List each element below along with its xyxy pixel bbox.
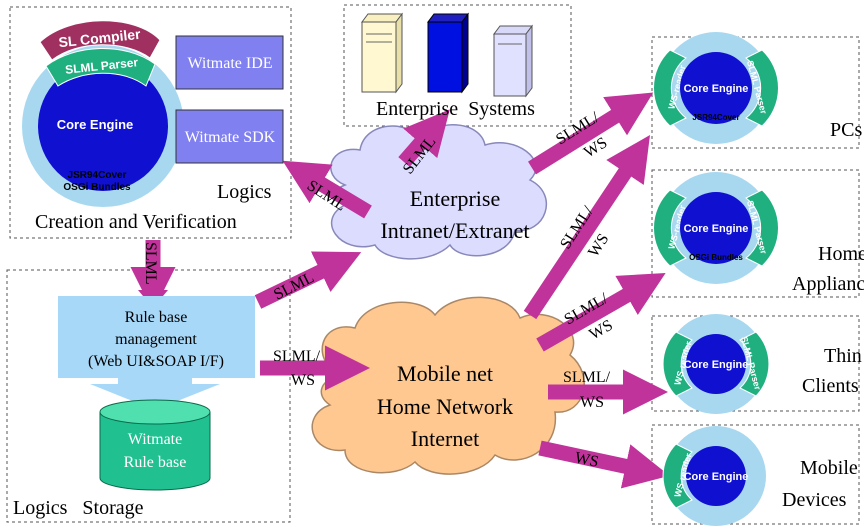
device-badge-label: JSR94Cover — [692, 113, 739, 122]
mobile-cloud-line1: Mobile net — [397, 361, 493, 386]
slml-parser-band — [739, 331, 770, 397]
label-mobile-to-devices: WS — [573, 449, 600, 471]
device-label-1: Thin — [824, 345, 862, 367]
arrow-mobile-to-devices — [538, 440, 670, 489]
creation-label-2: Creation and Verification — [35, 211, 237, 233]
arrow-enterprise-to-pcs — [528, 92, 654, 175]
osgi-label: OSGi Bundles — [63, 182, 131, 193]
server-icon-3 — [493, 24, 533, 98]
label-rulebase-to-mobile-1: SLML/ — [273, 348, 321, 365]
core-engine-label: Core Engine — [57, 117, 134, 132]
device-label-2: Appliances — [792, 273, 864, 295]
server-icon-1 — [361, 12, 403, 94]
storage-label: Logics Storage — [13, 497, 144, 519]
mobile-cloud-line3: Internet — [411, 426, 479, 451]
label-down-slml: SLML — [142, 242, 159, 285]
slml-parser-band — [745, 189, 779, 267]
label-mobile-to-thin-2: WS — [580, 394, 604, 411]
arrow-to-creation — [282, 160, 372, 219]
device-core-label: Core Engine — [684, 223, 749, 235]
witmate-rule-base-db — [99, 399, 211, 491]
label-rulebase-to-enterprise: SLML — [271, 269, 317, 304]
slml-parser-band — [745, 49, 779, 127]
sl-compiler-band — [39, 20, 161, 61]
storage-region — [6, 269, 291, 523]
mobile-cloud-line2: Home Network — [377, 394, 513, 419]
pcs-region — [651, 36, 860, 149]
witmate-ide-label: Witmate IDE — [187, 55, 272, 72]
device-core-circle — [680, 192, 752, 264]
creation-region — [9, 6, 292, 239]
device-core-label: Core Engine — [684, 471, 749, 483]
mobile-cloud: Mobile net Home Network Internet — [311, 296, 585, 475]
enterprise-cloud-line2: Intranet/Extranet — [380, 218, 529, 243]
device-label-2: Clients — [802, 375, 859, 397]
label-rulebase-to-mobile-2: WS — [291, 372, 315, 389]
jsr-label: JSR94Cover — [68, 170, 127, 181]
mobile-devices-region — [651, 424, 860, 525]
enterprise-cloud: Enterprise Intranet/Extranet — [330, 124, 548, 260]
rulebase-line2: management — [115, 331, 197, 348]
server-icon-2 — [427, 12, 469, 94]
arrow-rulebase-to-enterprise — [254, 251, 362, 309]
device-badge-label: OSGi Bundles — [689, 253, 743, 262]
enterprise-cloud-line1: Enterprise — [410, 186, 500, 211]
rulebase-line3: (Web UI&SOAP I/F) — [88, 353, 224, 370]
arrow-mobile-to-pcs — [523, 135, 650, 320]
arrow-mobile-to-home — [536, 273, 666, 352]
core-engine-circle — [38, 61, 168, 191]
device-core-label: Core Engine — [684, 83, 749, 95]
witmate-sdk-label: Witmate SDK — [185, 129, 276, 146]
device-label-1: PCs — [830, 119, 862, 141]
creation-label-1: Logics — [217, 181, 272, 203]
device-label-1: Home — [818, 243, 864, 265]
witmate-sdk-box — [175, 109, 284, 164]
device-label-1: Mobile — [800, 457, 858, 479]
rulebase-management-box — [58, 296, 255, 378]
home-appliances-region — [651, 169, 860, 298]
ws-reader-band — [653, 49, 687, 127]
device-core-label: Core Engine — [684, 359, 749, 371]
rulebase-line1: Rule base — [125, 309, 188, 326]
ws-reader-band — [662, 443, 693, 509]
thin-clients-region — [651, 315, 860, 412]
enterprise-systems-label: Enterprise Systems — [376, 98, 535, 120]
device-core-circle — [686, 446, 746, 506]
label-mobile-to-thin-1: SLML/ — [563, 369, 611, 386]
witmate-ide-box — [175, 35, 284, 90]
device-core-circle — [680, 52, 752, 124]
device-core-circle — [686, 334, 746, 394]
db-line2: Rule base — [124, 454, 187, 471]
db-line1: Witmate — [128, 431, 182, 448]
slml-parser-band — [45, 48, 156, 87]
ws-reader-band — [662, 331, 693, 397]
arrow-enterprise-systems — [398, 109, 450, 167]
ws-reader-band — [653, 189, 687, 267]
down-arrow-to-db — [90, 378, 220, 410]
authoring-engine: SL Compiler SLML Parser Core Engine JSR9… — [22, 20, 184, 207]
device-label-2: Devices — [782, 489, 847, 511]
